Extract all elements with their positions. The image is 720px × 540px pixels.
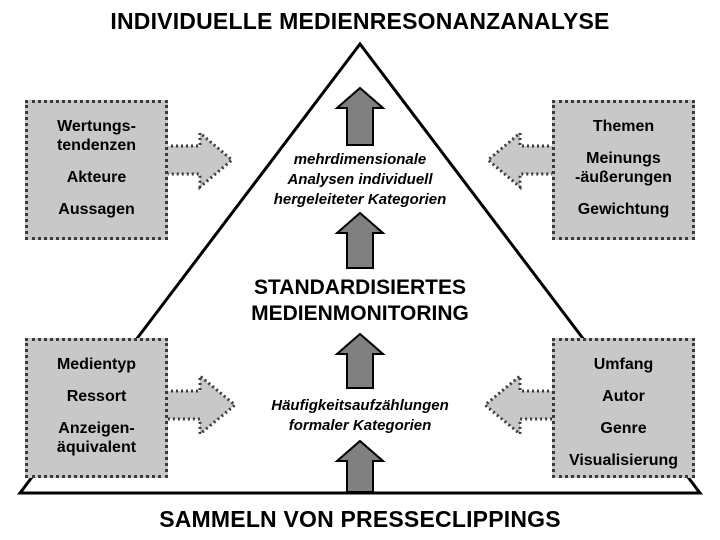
box-top-right-item-3: Gewichtung [577,201,670,218]
lower-level-line2: formaler Kategorien [288,417,432,434]
arrow-top-right [485,129,556,191]
box-top-right-item-1: Themen [592,118,655,135]
bottom-title: SAMMELN VON PRESSECLIPPINGS [159,506,561,532]
box-bottom-right-item-4: Visualisierung [568,452,679,469]
up-arrow-upper-mid [334,211,386,269]
upper-level-line3: hergeleiteter Kategorien [273,191,447,208]
box-bottom-left-item-1: Medientyp [56,356,137,373]
lower-level-text: Häufigkeitsaufzählungen formaler Kategor… [230,396,490,436]
upper-level-text: mehrdimensionale Analysen individuell he… [240,150,480,210]
box-top-left: Wertungs- tendenzen Akteure Aussagen [25,100,168,240]
box-bottom-left-item-3: Anzeigen- äquivalent [56,420,137,456]
box-bottom-right-item-1: Umfang [593,356,654,373]
box-bottom-left-item-2: Ressort [66,388,127,405]
box-top-left-item-1: Wertungs- tendenzen [56,118,137,154]
top-title: INDIVIDUELLE MEDIENRESONANZANALYSE [110,8,610,34]
arrow-bottom-left [164,372,238,438]
up-arrow-lower-mid [334,332,386,389]
box-bottom-left: Medientyp Ressort Anzeigen- äquivalent [25,338,168,478]
box-top-right-item-2: Meinungs -äußerungen [575,150,672,186]
middle-level-text: STANDARDISIERTES MEDIENMONITORING [220,275,500,327]
arrow-bottom-right [482,372,556,438]
upper-level-line2: Analysen individuell [287,171,433,188]
box-bottom-right-item-3: Genre [600,420,647,437]
box-top-left-item-2: Akteure [66,169,127,186]
middle-level-line1: STANDARDISIERTES [254,276,466,299]
box-top-left-item-3: Aussagen [58,201,135,218]
lower-level-line1: Häufigkeitsaufzählungen [271,397,449,414]
up-arrow-top [334,86,386,146]
upper-level-line1: mehrdimensionale [293,151,427,168]
box-bottom-right: Umfang Autor Genre Visualisierung [552,338,695,478]
box-bottom-right-item-2: Autor [602,388,645,405]
box-top-right: Themen Meinungs -äußerungen Gewichtung [552,100,695,240]
middle-level-line2: MEDIENMONITORING [251,302,469,325]
up-arrow-bottom [334,439,386,493]
arrow-top-left [164,129,235,191]
